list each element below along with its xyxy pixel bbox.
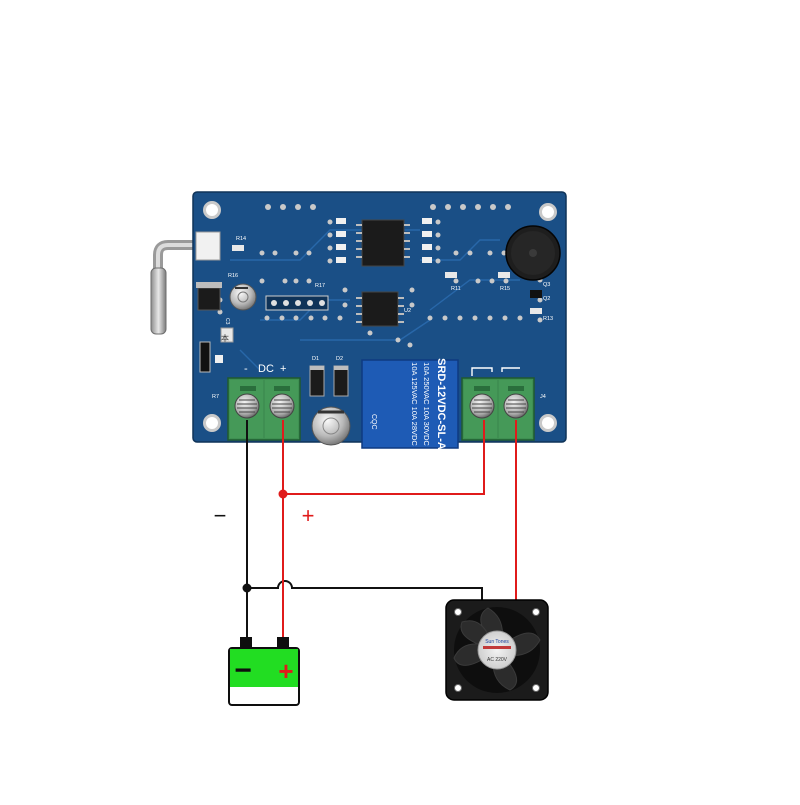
silk-label: R17: [315, 283, 325, 289]
relay: SRD-12VDC-SL-A 10A 250VAC 10A 30VDC 10A …: [361, 358, 459, 450]
screw-icon: [234, 393, 260, 419]
diode-d2: [333, 365, 349, 397]
battery-icon: − +: [228, 637, 300, 706]
probe-connector: [195, 231, 221, 261]
silk-label: D1: [312, 356, 319, 362]
silk-label: Q2: [543, 296, 550, 302]
silk-label: R14: [236, 236, 246, 242]
silk-label: R13: [543, 316, 553, 322]
board-dc-label: DC: [258, 363, 274, 375]
ic-chip-bottom: [356, 291, 404, 327]
screw-icon: [469, 393, 495, 419]
mounting-hole-icon: [203, 201, 221, 219]
diode-d1: [309, 365, 325, 397]
cooling-fan-icon: Sun Tones AC 220V: [445, 599, 549, 701]
wire-negative-fan: [247, 580, 483, 602]
mounting-hole-icon: [203, 414, 221, 432]
battery-plus-sign: +: [278, 656, 293, 686]
small-capacitor: [229, 283, 257, 311]
ic-chip-top: [356, 219, 410, 267]
relay-rating-text-2: 10A 125VAC 10A 28VDC: [410, 362, 419, 446]
terminal-block-power: [227, 377, 301, 441]
mounting-hole-icon: [539, 414, 557, 432]
chip-note-label: 本: [221, 333, 229, 343]
temperature-probe: [150, 240, 201, 335]
battery-positive-post: [277, 637, 289, 650]
terminal-block-relay: [461, 367, 535, 441]
silk-label: U2: [404, 308, 411, 314]
relay-rating-text-1: 10A 250VAC 10A 30VDC: [422, 362, 431, 446]
silk-label: R16: [228, 273, 238, 279]
silk-label: J4: [540, 394, 546, 400]
relay-cert-mark: CQC: [370, 414, 377, 430]
buzzer: [505, 225, 561, 281]
wire-plus-sign: +: [302, 503, 315, 528]
screw-icon: [269, 393, 295, 419]
wire-positive-relay: [283, 420, 485, 495]
silk-label: R15: [500, 286, 510, 292]
silk-label: R7: [212, 394, 219, 400]
fan-brand-text: Sun Tones: [485, 639, 509, 645]
pcb-board: SRD-12VDC-SL-A 10A 250VAC 10A 30VDC 10A …: [192, 191, 567, 450]
junction-negative: [242, 583, 252, 593]
wires: [242, 420, 517, 640]
board-minus-label: -: [244, 363, 248, 375]
silk-label: D2: [336, 356, 343, 362]
silkscreen-labels: - DC + R14 R16 R17 R11 R15 R13 Q2 Q3 U2 …: [212, 236, 553, 400]
junction-positive: [278, 489, 288, 499]
fan-rating-text: AC 220V: [487, 657, 508, 663]
voltage-regulator: [196, 282, 222, 311]
battery-minus-sign: −: [234, 654, 252, 687]
screw-icon: [503, 393, 529, 419]
pin-header: [265, 295, 329, 311]
wire-minus-sign: −: [214, 503, 227, 528]
board-plus-label: +: [280, 363, 286, 375]
battery-negative-post: [240, 637, 252, 650]
silk-label: Q3: [543, 282, 550, 288]
silk-label: R11: [451, 286, 461, 292]
smd-components: [199, 218, 542, 373]
large-capacitor: [311, 406, 351, 446]
silk-label: C3: [224, 318, 230, 325]
pad-row-top: [265, 204, 511, 210]
relay-model-text: SRD-12VDC-SL-A: [435, 358, 447, 450]
mounting-hole-icon: [539, 203, 557, 221]
